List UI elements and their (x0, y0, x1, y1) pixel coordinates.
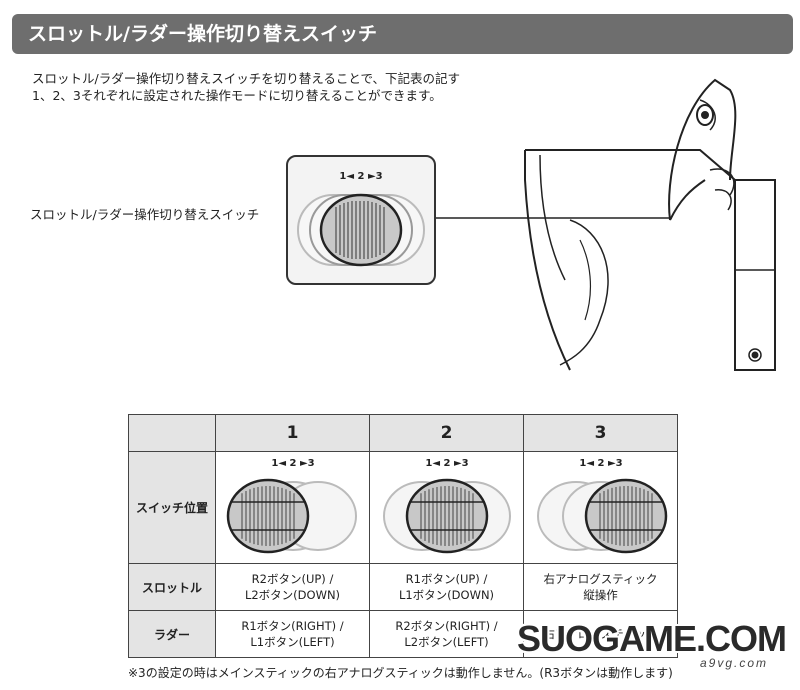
rudder-2-line-1: R2ボタン(RIGHT) / (395, 619, 498, 633)
switch-indicator-text: 1◄ 2 ►3 (425, 458, 468, 469)
column-header-1: 1 (215, 414, 370, 452)
switch-closeup: 1◄ 2 ►3 (286, 155, 436, 285)
throttle-3-line-1: 右アナログスティック (543, 572, 658, 586)
table-corner-cell (128, 414, 216, 452)
throttle-2-line-1: R1ボタン(UP) / (405, 572, 488, 586)
footnote: ※3の設定の時はメインスティックの右アナログスティックは動作しません。(R3ボタ… (128, 666, 673, 680)
rudder-1-line-1: R1ボタン(RIGHT) / (241, 619, 344, 633)
row-header-rudder: ラダー (128, 610, 216, 658)
intro-text: スロットル/ラダー操作切り替えスイッチを切り替えることで、下記表の記す 1、2、… (32, 70, 512, 104)
table-header-row: 1 2 3 (128, 414, 678, 452)
watermark-main: SUOGAME.COM (516, 618, 787, 659)
intro-line-2: 1、2、3それぞれに設定された操作モードに切り替えることができます。 (32, 88, 442, 103)
switch-cell-3: 1◄ 2 ►3 (523, 451, 678, 564)
switch-knob-ridges (241, 486, 294, 546)
switch-cell-2: 1◄ 2 ►3 (369, 451, 524, 564)
throttle-2-line-2: L1ボタン(DOWN) (398, 588, 495, 602)
rudder-cell-3: 右アナログスティック (523, 610, 678, 658)
column-header-3: 3 (523, 414, 678, 452)
section-title: スロットル/ラダー操作切り替えスイッチ (28, 23, 377, 45)
switch-callout-label: スロットル/ラダー操作切り替えスイッチ (30, 207, 260, 222)
callout-leader-line (436, 217, 672, 219)
throttle-cell-2: R1ボタン(UP) / L1ボタン(DOWN) (369, 563, 524, 611)
switch-knob (584, 478, 667, 554)
switch-knob (319, 193, 403, 267)
switch-closeup-illustration: 1◄ 2 ►3 (297, 171, 425, 267)
throttle-cell-1: R2ボタン(UP) / L2ボタン(DOWN) (215, 563, 370, 611)
switch-knob-ridges (420, 486, 473, 546)
watermark-sub: a9vg.com (699, 656, 768, 670)
switch-indicator-text: 1◄ 2 ►3 (271, 458, 314, 469)
switch-knob (405, 478, 488, 554)
row-header-switch-position: スイッチ位置 (128, 451, 216, 564)
throttle-1-line-1: R2ボタン(UP) / (251, 572, 334, 586)
switch-knob-ridges (335, 201, 385, 259)
watermark-logo: SUOGAME.COM a9vg.com (510, 618, 796, 690)
switch-diagram-position-2: 1◄ 2 ►3 (382, 458, 511, 554)
table-row-throttle: スロットル R2ボタン(UP) / L2ボタン(DOWN) R1ボタン(UP) … (128, 563, 678, 611)
mode-table: 1 2 3 スイッチ位置 1◄ 2 ►3 1◄ 2 ►3 1◄ 2 ►3 スロッ… (128, 414, 678, 658)
switch-knob-ridges (599, 486, 652, 546)
throttle-1-line-2: L2ボタン(DOWN) (244, 588, 341, 602)
controller-device-illustration (524, 78, 776, 371)
row-header-throttle: スロットル (128, 563, 216, 611)
rudder-cell-2: R2ボタン(RIGHT) / L2ボタン(LEFT) (369, 610, 524, 658)
rudder-cell-1: R1ボタン(RIGHT) / L1ボタン(LEFT) (215, 610, 370, 658)
table-row-switch-position: スイッチ位置 1◄ 2 ►3 1◄ 2 ►3 1◄ 2 ►3 (128, 451, 678, 564)
intro-line-1: スロットル/ラダー操作切り替えスイッチを切り替えることで、下記表の記す (32, 71, 460, 86)
switch-position-indicator: 1◄ 2 ►3 (339, 171, 382, 182)
rudder-1-line-2: L1ボタン(LEFT) (250, 635, 335, 649)
rudder-2-line-2: L2ボタン(LEFT) (404, 635, 489, 649)
table-row-rudder: ラダー R1ボタン(RIGHT) / L1ボタン(LEFT) R2ボタン(RIG… (128, 610, 678, 658)
rudder-3-line-1: 右アナログスティック (543, 627, 658, 641)
column-header-2: 2 (369, 414, 524, 452)
switch-diagram-position-1: 1◄ 2 ►3 (226, 458, 357, 554)
switch-indicator-text: 1◄ 2 ►3 (579, 458, 622, 469)
throttle-3-line-2: 縦操作 (583, 588, 618, 602)
switch-cell-1: 1◄ 2 ►3 (215, 451, 370, 564)
switch-diagram-position-3: 1◄ 2 ►3 (536, 458, 667, 554)
throttle-cell-3: 右アナログスティック 縦操作 (523, 563, 678, 611)
switch-knob (226, 478, 309, 554)
section-header: スロットル/ラダー操作切り替えスイッチ (12, 14, 793, 54)
